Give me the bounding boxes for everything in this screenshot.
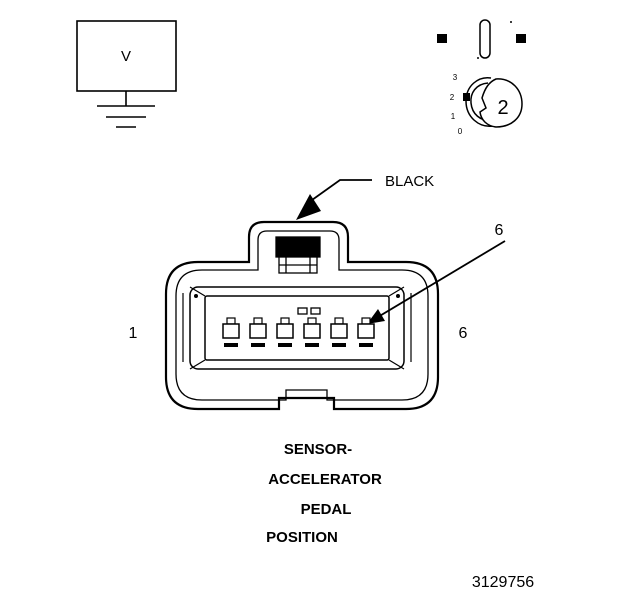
switch-position-1: 1 xyxy=(451,112,456,121)
pin-cavity-5 xyxy=(330,317,348,347)
connector-latch xyxy=(275,236,321,274)
connector-color-callout xyxy=(296,179,372,220)
switch-position-3: 3 xyxy=(453,73,458,82)
component-name-line-1: SENSOR- xyxy=(284,441,352,458)
component-name-line-2: ACCELERATOR xyxy=(268,471,382,488)
connector-color-label: BLACK xyxy=(385,173,434,190)
voltmeter-symbol-label: V xyxy=(121,48,131,65)
switch-position-0: 0 xyxy=(458,127,463,136)
switch-blade xyxy=(479,19,491,59)
polarizing-key xyxy=(297,307,308,315)
pin-callout-arrowhead xyxy=(367,309,385,324)
callout-arrowhead xyxy=(296,194,321,220)
connector-inner-shell xyxy=(175,230,429,401)
pin-housing-inner xyxy=(204,295,390,361)
pin-cavities xyxy=(222,317,375,347)
component-name-line-3: PEDAL xyxy=(301,501,352,518)
ground-icon xyxy=(97,105,155,128)
pin-cavity-4 xyxy=(303,317,321,347)
pin-cavity-3 xyxy=(276,317,294,347)
pin-end-label-left: 1 xyxy=(129,325,138,342)
switch-selected-position: 2 xyxy=(497,97,508,119)
switch-left-contact xyxy=(437,34,447,43)
voltmeter-symbol xyxy=(76,20,177,128)
polarizing-key xyxy=(310,307,321,315)
pin-cavity-2 xyxy=(249,317,267,347)
component-name-line-4: POSITION xyxy=(266,529,338,546)
figure-number: 3129756 xyxy=(472,574,534,591)
pin-housing-outer xyxy=(189,286,405,370)
pin-cavity-6 xyxy=(357,317,375,347)
switch-position-2: 2 xyxy=(450,93,455,102)
pin-end-label-right: 6 xyxy=(459,325,468,342)
pin-callout-label: 6 xyxy=(495,222,504,239)
switch-position-marker xyxy=(463,93,470,101)
pin-cavity-1 xyxy=(222,317,240,347)
ignition-switch-symbol xyxy=(437,19,526,128)
connector-outer-shell xyxy=(164,220,440,411)
key-icon xyxy=(463,77,523,128)
pin-callout-leader xyxy=(367,240,506,324)
connector-face xyxy=(164,220,440,411)
switch-right-contact xyxy=(516,34,526,43)
